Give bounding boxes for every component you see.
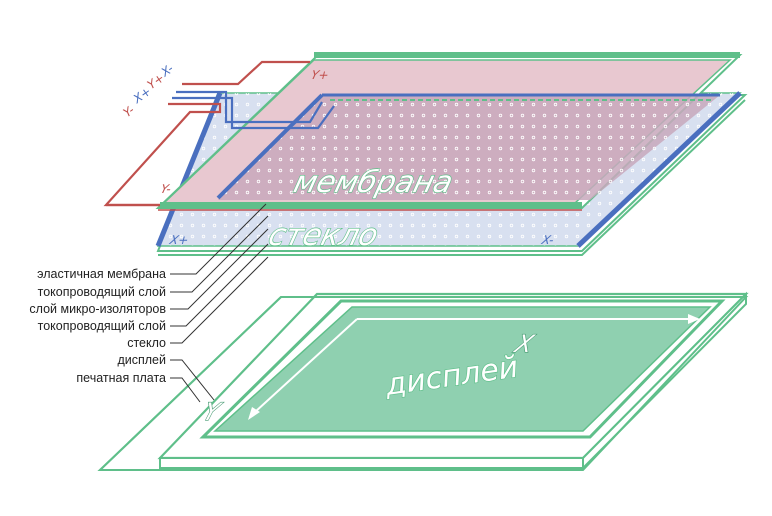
- membrane-label: мембрана: [290, 165, 456, 199]
- callout-leaders: [170, 203, 269, 403]
- callout-pcb: печатная плата: [76, 371, 166, 385]
- callout-conductive-layer-top: токопроводящий слой: [38, 285, 166, 299]
- membrane-layer: [155, 52, 743, 211]
- callout-display: дисплей: [117, 353, 166, 367]
- electrode-y-plus-membrane: Y+: [310, 68, 331, 82]
- electrode-y-minus-membrane: Y-: [159, 182, 172, 196]
- electrode-x-plus-glass: X+: [167, 233, 190, 247]
- wire-label-y-minus: Y-: [121, 103, 137, 120]
- callout-glass: стекло: [127, 336, 166, 350]
- display-panel: [199, 299, 726, 439]
- connection-wires: [103, 60, 335, 207]
- printed-circuit-board: [97, 296, 749, 471]
- callout-conductive-layer-bottom: токопроводящий слой: [38, 319, 166, 333]
- glass-label: стекло: [265, 218, 382, 252]
- callout-micro-insulators: слой микро-изоляторов: [29, 302, 166, 316]
- callout-elastic-membrane: эластичная мембрана: [37, 267, 166, 281]
- electrode-x-minus-glass: X-: [539, 233, 555, 247]
